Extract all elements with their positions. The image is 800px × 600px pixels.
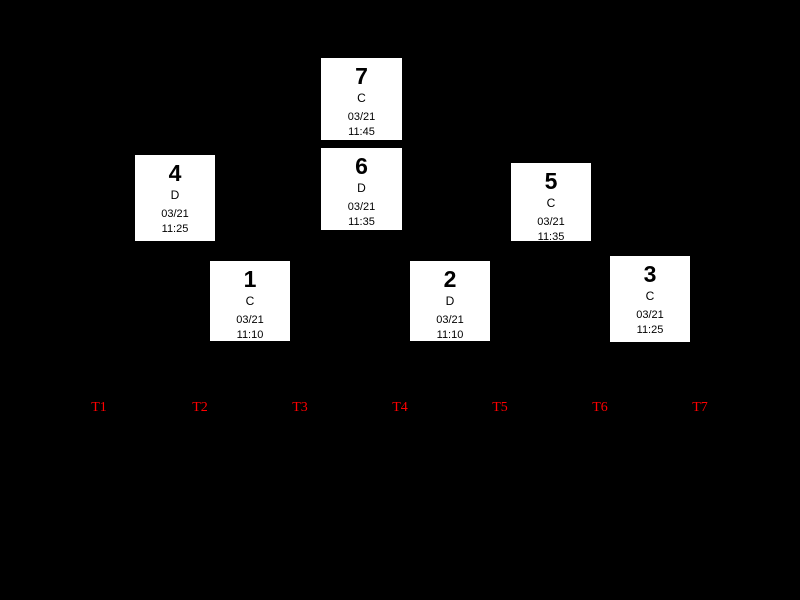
node-id-label: 6 — [355, 153, 368, 179]
timeline-tick-t3: T3 — [292, 400, 308, 415]
node-id-label: 7 — [355, 63, 368, 89]
node-date-label: 03/21 — [436, 314, 464, 326]
timeline-tick-t5: T5 — [492, 400, 508, 415]
node-type-label: D — [357, 181, 366, 195]
node-date-label: 03/21 — [347, 111, 376, 123]
timeline-tick-t1: T1 — [91, 400, 107, 415]
node-time-label: 11:45 — [348, 126, 375, 138]
node-id-label: 4 — [168, 160, 182, 186]
node-date-label: 03/21 — [347, 201, 376, 213]
node-date-label: 03/21 — [161, 208, 189, 220]
node-type-label: C — [645, 289, 655, 303]
node-date-label: 03/21 — [537, 216, 565, 228]
node-type-label: D — [445, 294, 455, 308]
node-date-label: 03/21 — [636, 309, 664, 321]
timeline-tick-t2: T2 — [192, 400, 208, 415]
timeline-tick-t7: T7 — [692, 400, 708, 415]
node-time-label: 11:25 — [636, 324, 664, 336]
node-time-label: 11:35 — [537, 231, 565, 243]
node-id-label: 1 — [243, 266, 257, 292]
timeline-tick-t6: T6 — [592, 400, 608, 415]
node-type-label: D — [170, 188, 180, 202]
node-time-label: 11:10 — [436, 329, 464, 341]
node-type-label: C — [357, 91, 366, 105]
node-type-label: C — [245, 294, 255, 308]
node-id-label: 5 — [544, 168, 558, 194]
node-id-label: 2 — [443, 266, 457, 292]
node-time-label: 11:25 — [161, 223, 189, 235]
node-date-label: 03/21 — [236, 314, 264, 326]
node-time-label: 11:10 — [236, 329, 264, 341]
node-time-label: 11:35 — [348, 216, 375, 228]
timeline-tick-t4: T4 — [392, 400, 408, 415]
node-id-label: 3 — [643, 261, 657, 287]
node-type-label: C — [546, 196, 556, 210]
